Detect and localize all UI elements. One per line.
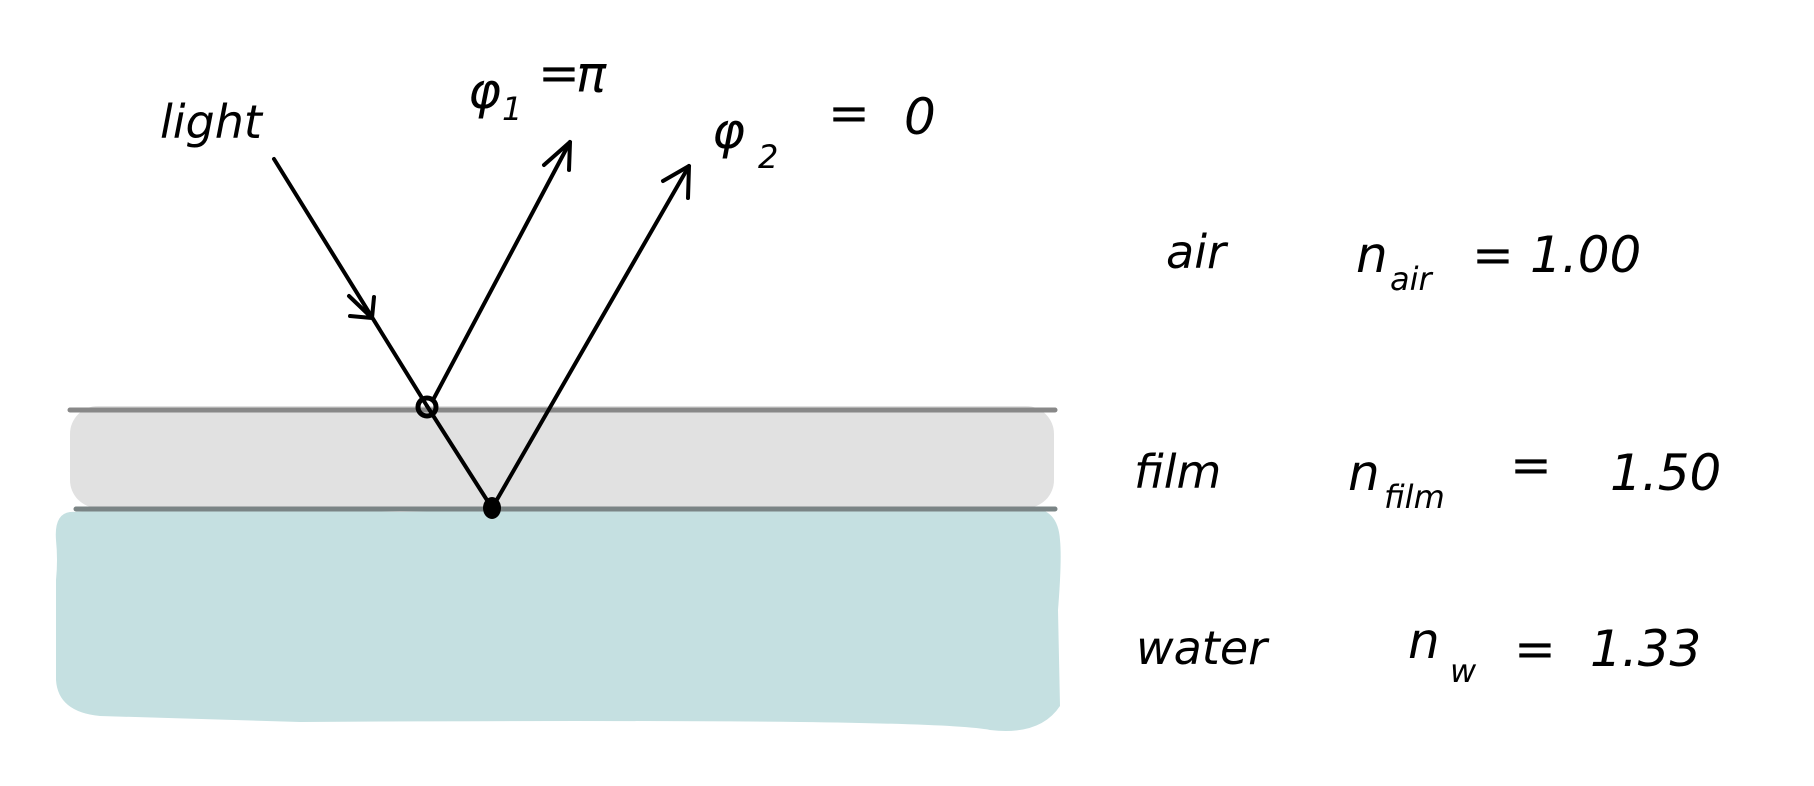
- phase-value: 0: [904, 88, 936, 146]
- index-symbol: n: [1356, 226, 1388, 284]
- phase-equals: =: [828, 84, 870, 142]
- medium-air: air n air = 1.00: [1166, 225, 1641, 298]
- phase-symbol: φ: [712, 102, 745, 160]
- reflection-1-phase: φ 1 = π: [468, 44, 607, 128]
- phase-subscript: 1: [502, 90, 522, 128]
- incident-ray: [272, 157, 429, 408]
- index-equals: =: [1472, 226, 1514, 284]
- phase-equals: =: [538, 44, 580, 102]
- medium-name: air: [1166, 225, 1229, 279]
- incident-label: light: [160, 95, 264, 149]
- reflection-2-phase: φ 2 = 0: [712, 84, 936, 176]
- arrowhead-icon: [661, 164, 691, 200]
- index-subscript: w: [1450, 652, 1477, 690]
- index-value: 1.33: [1590, 620, 1701, 678]
- water-layer: [55, 506, 1061, 731]
- medium-water: water n w = 1.33: [1136, 612, 1701, 690]
- medium-name: film: [1134, 445, 1221, 499]
- index-symbol: n: [1408, 612, 1440, 670]
- index-subscript: air: [1390, 260, 1434, 298]
- reflection-point-1: [415, 395, 439, 419]
- reflected-ray-2: [493, 164, 691, 505]
- phase-symbol: φ: [468, 62, 501, 120]
- refracted-ray: [425, 404, 494, 510]
- reflected-ray-1: [431, 140, 572, 402]
- film-layer: [70, 406, 1054, 508]
- index-symbol: n: [1348, 444, 1380, 502]
- index-value: 1.00: [1530, 226, 1641, 284]
- index-subscript: film: [1384, 478, 1445, 516]
- phase-value: π: [576, 46, 607, 104]
- index-equals: =: [1510, 436, 1552, 494]
- phase-subscript: 2: [758, 138, 778, 176]
- medium-name: water: [1136, 621, 1270, 675]
- index-equals: =: [1514, 620, 1556, 678]
- incident-direction-arrow-icon: [347, 294, 376, 320]
- index-value: 1.50: [1610, 444, 1721, 502]
- reflection-point-2: [483, 497, 501, 519]
- arrowhead-icon: [542, 140, 572, 172]
- medium-film: film n film = 1.50: [1134, 436, 1721, 516]
